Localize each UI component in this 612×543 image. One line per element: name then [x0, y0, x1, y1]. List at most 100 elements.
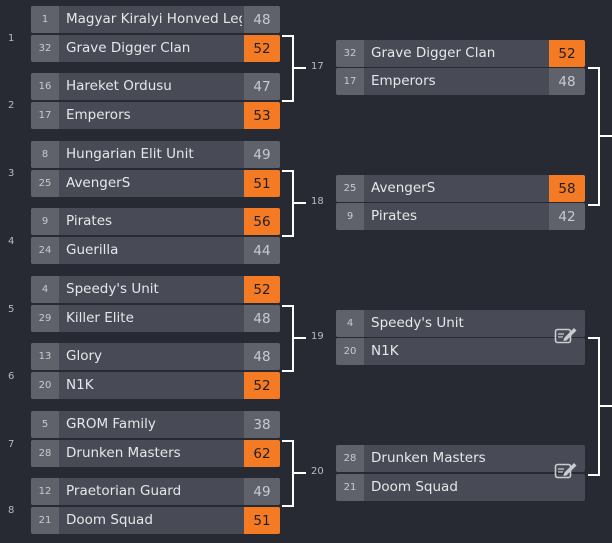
- team-score: 52: [549, 40, 585, 67]
- team-row[interactable]: 32 Grave Digger Clan 52: [336, 40, 585, 67]
- team-row[interactable]: 17 Emperors 53: [31, 102, 280, 129]
- team-seed: 9: [31, 208, 59, 235]
- team-name: Grave Digger Clan: [66, 40, 191, 56]
- team-name: Drunken Masters: [371, 450, 486, 466]
- team-name: Emperors: [66, 107, 131, 123]
- bracket-connector-line: [600, 134, 612, 137]
- team-seed: 32: [31, 35, 59, 62]
- team-score: 38: [244, 411, 280, 438]
- match-row-number: 1: [8, 33, 15, 44]
- team-name: Magyar Kiralyi Honved Legio: [66, 11, 242, 27]
- bracket-connector-line: [294, 67, 306, 69]
- match-number: 19: [311, 331, 324, 342]
- team-seed: 9: [336, 203, 364, 230]
- team-seed: 28: [336, 445, 364, 472]
- team-seed: 20: [31, 372, 59, 399]
- team-name: AvengerS: [66, 175, 131, 191]
- team-score: 58: [549, 175, 585, 202]
- match-row-number: 4: [8, 236, 15, 247]
- team-score: 48: [244, 343, 280, 370]
- team-name: N1K: [371, 343, 399, 359]
- bracket-connector: [282, 35, 294, 102]
- team-row[interactable]: 13 Glory 48: [31, 343, 280, 370]
- team-seed: 24: [31, 237, 59, 264]
- team-name: Hungarian Elit Unit: [66, 146, 194, 162]
- team-name: Drunken Masters: [66, 445, 181, 461]
- team-row[interactable]: 28 Drunken Masters: [336, 445, 585, 472]
- team-score: 53: [244, 102, 280, 129]
- team-seed: 29: [31, 305, 59, 332]
- team-score: 62: [244, 440, 280, 467]
- team-score: 42: [549, 203, 585, 230]
- team-seed: 20: [336, 338, 364, 365]
- team-name: Glory: [66, 348, 103, 364]
- bracket-connector: [282, 305, 294, 372]
- team-seed: 17: [336, 68, 364, 95]
- team-score: 52: [244, 35, 280, 62]
- team-score: 48: [244, 305, 280, 332]
- team-seed: 16: [31, 73, 59, 100]
- match-row-number: 3: [8, 168, 15, 179]
- match-number: 17: [311, 61, 324, 72]
- team-row[interactable]: 25 AvengerS 51: [31, 170, 280, 197]
- team-seed: 1: [31, 6, 59, 33]
- team-seed: 32: [336, 40, 364, 67]
- bracket-connector: [282, 170, 294, 237]
- team-seed: 25: [31, 170, 59, 197]
- bracket-connector-line: [294, 202, 306, 204]
- match-row-number: 6: [8, 371, 15, 382]
- bracket-connector-line: [600, 404, 612, 407]
- team-name: Pirates: [66, 213, 113, 229]
- team-seed: 21: [31, 507, 59, 534]
- bracket-connector-line: [294, 472, 306, 474]
- team-row[interactable]: 4 Speedy's Unit 52: [31, 276, 280, 303]
- bracket-connector: [588, 337, 600, 476]
- team-score: 47: [244, 73, 280, 100]
- team-name: Doom Squad: [66, 512, 153, 528]
- team-row[interactable]: 32 Grave Digger Clan 52: [31, 35, 280, 62]
- match-number: 20: [311, 466, 324, 477]
- team-score: 48: [244, 6, 280, 33]
- team-seed: 13: [31, 343, 59, 370]
- team-score: 56: [244, 208, 280, 235]
- bracket-connector: [588, 67, 600, 206]
- match-row-number: 7: [8, 439, 15, 450]
- team-score: 52: [244, 276, 280, 303]
- team-seed: 17: [31, 102, 59, 129]
- match-number: 18: [311, 196, 324, 207]
- team-seed: 25: [336, 175, 364, 202]
- edit-report-icon[interactable]: [553, 459, 579, 481]
- team-seed: 4: [31, 276, 59, 303]
- team-row[interactable]: 9 Pirates 56: [31, 208, 280, 235]
- team-score: 48: [549, 68, 585, 95]
- team-name: Speedy's Unit: [66, 281, 159, 297]
- match-row-number: 8: [8, 505, 15, 516]
- team-seed: 21: [336, 474, 364, 501]
- team-seed: 4: [336, 310, 364, 337]
- match-row-number: 5: [8, 304, 15, 315]
- match-row-number: 2: [8, 100, 15, 111]
- team-seed: 12: [31, 478, 59, 505]
- team-seed: 5: [31, 411, 59, 438]
- edit-report-icon[interactable]: [553, 324, 579, 346]
- bracket-connector-line: [294, 337, 306, 339]
- team-row[interactable]: 20 N1K: [336, 338, 585, 365]
- team-score: 51: [244, 170, 280, 197]
- team-name: Grave Digger Clan: [371, 45, 496, 61]
